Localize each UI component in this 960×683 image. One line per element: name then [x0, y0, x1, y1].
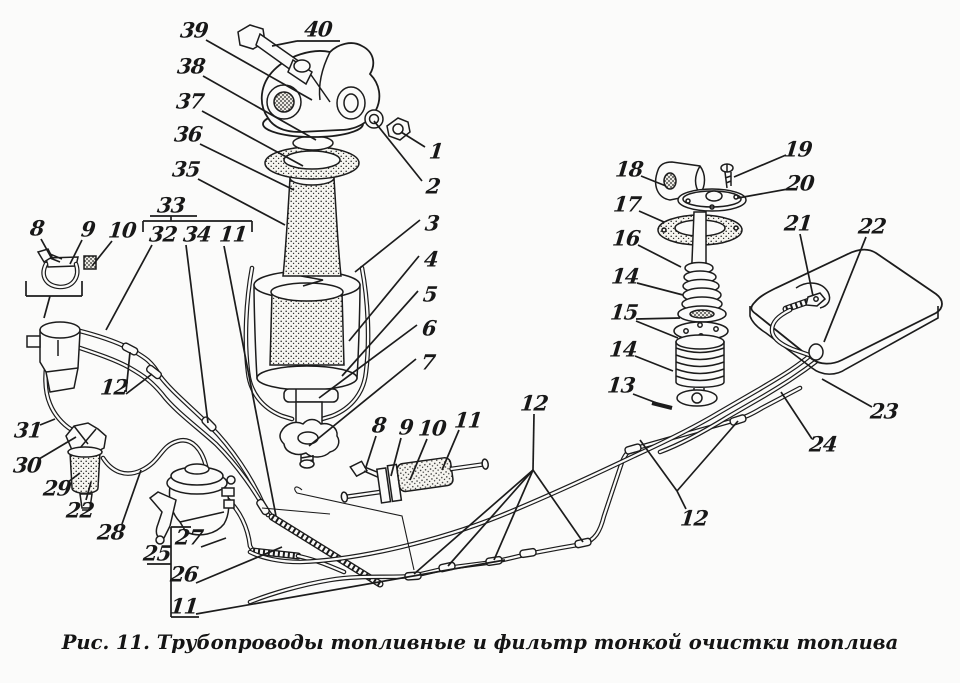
hose-clamp-left — [36, 248, 97, 290]
fuel-tank — [749, 248, 943, 375]
callout-17: 17 — [612, 191, 642, 217]
callout-10: 10 — [417, 415, 447, 441]
callout-27: 27 — [174, 524, 204, 550]
callout-16: 16 — [611, 225, 641, 251]
callout-2: 2 — [424, 173, 442, 199]
mesh-filter-element — [675, 334, 725, 388]
callout-20: 20 — [785, 170, 815, 196]
callout-11: 11 — [453, 407, 483, 433]
coarse-fuel-filter — [65, 422, 107, 511]
callout-12: 12 — [519, 390, 549, 416]
callout-24: 24 — [808, 431, 838, 457]
callout-14: 14 — [608, 336, 638, 362]
callout-33: 33 — [156, 192, 186, 218]
callout-23: 23 — [869, 398, 899, 424]
callout-14: 14 — [610, 263, 640, 289]
callout-12: 12 — [679, 505, 709, 531]
grouping-brackets — [25, 40, 340, 618]
callout-1: 1 — [427, 138, 445, 164]
callout-39: 39 — [179, 17, 209, 43]
callout-18: 18 — [614, 156, 644, 182]
filter-bolt — [237, 24, 313, 86]
callout-26: 26 — [169, 561, 199, 587]
fuel-level-sender — [782, 292, 827, 313]
callout-11: 11 — [218, 221, 248, 247]
wing-nut — [279, 418, 340, 469]
filter-washer — [364, 109, 384, 129]
callout-34: 34 — [182, 221, 212, 247]
callout-9: 9 — [79, 216, 97, 242]
callout-30: 30 — [12, 452, 42, 478]
callout-11: 11 — [169, 593, 199, 619]
callout-21: 21 — [783, 210, 813, 236]
fine-fuel-filter — [237, 24, 411, 469]
tank-grommet — [808, 343, 824, 361]
callout-28: 28 — [96, 519, 126, 545]
callout-8: 8 — [28, 215, 46, 241]
callout-4: 4 — [422, 246, 440, 272]
callout-31: 31 — [13, 417, 43, 443]
fuel-pump — [148, 463, 236, 545]
leader-lines — [38, 39, 873, 615]
flex-hose-connector — [340, 457, 489, 504]
callout-7: 7 — [419, 349, 437, 375]
bracket-screw — [720, 163, 734, 189]
callout-6: 6 — [420, 315, 438, 341]
callout-40: 40 — [303, 16, 333, 42]
callout-35: 35 — [171, 156, 201, 182]
callout-38: 38 — [176, 53, 206, 79]
callout-25: 25 — [142, 540, 172, 566]
carburetor-fitting — [26, 321, 81, 393]
callout-10: 10 — [107, 217, 137, 243]
callout-13: 13 — [606, 372, 636, 398]
callout-5: 5 — [421, 281, 439, 307]
figure-caption: Рис. 11. Трубопроводы топливные и фильтр… — [61, 631, 899, 654]
callout-9: 9 — [397, 414, 415, 440]
filter-nut — [386, 117, 411, 141]
callout-32: 32 — [148, 221, 178, 247]
callout-15: 15 — [609, 299, 639, 325]
callout-22: 22 — [857, 213, 887, 239]
callout-37: 37 — [175, 88, 205, 114]
callout-12: 12 — [99, 374, 129, 400]
callout-36: 36 — [173, 121, 203, 147]
intake-spring — [681, 261, 723, 312]
intake-filter-assembly — [651, 161, 747, 410]
callout-3: 3 — [423, 210, 441, 236]
callout-8: 8 — [370, 412, 388, 438]
callout-22: 22 — [65, 497, 95, 523]
callout-19: 19 — [783, 136, 813, 162]
